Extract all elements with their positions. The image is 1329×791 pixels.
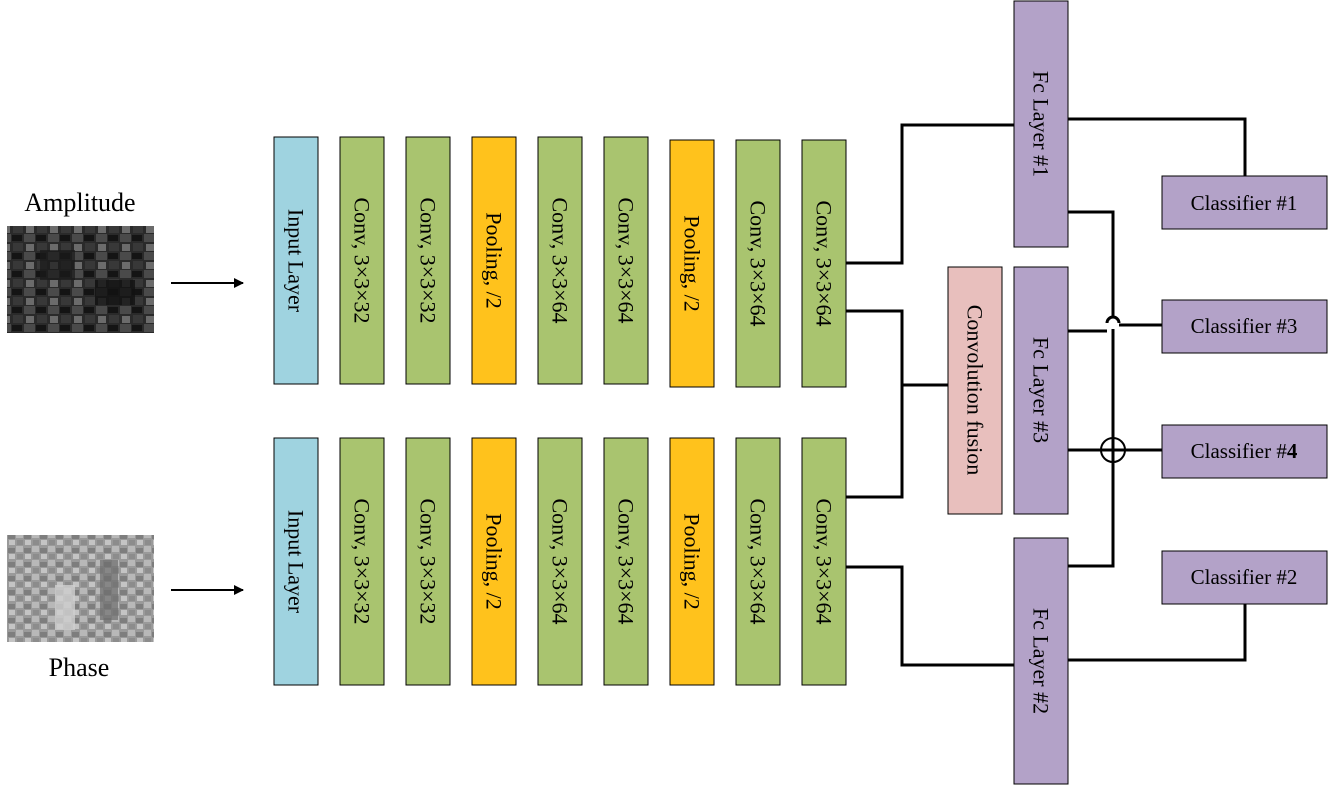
convolution-fusion-label: Convolution fusion [963,305,988,476]
sum-node-icon [1100,437,1126,463]
fc-layer-1-label: Fc Layer #1 [1029,71,1054,177]
fc1-to-sum-line [1068,210,1115,317]
phase-pooling-layer-4: Pooling, /2 [471,437,517,686]
classifier-4-prefix: Classifier # [1191,439,1288,463]
fc-layer-3: Fc Layer #3 [1013,266,1069,515]
amplitude-layer-label-3: Conv, 3×3×32 [416,197,441,323]
amplitude-label: Amplitude [24,188,135,217]
amplitude-image [7,226,154,333]
phase-to-fc2-line [846,565,1014,667]
amplitude-layer-label-6: Conv, 3×3×64 [614,197,639,323]
classifier-1-label: Classifier #1 [1191,191,1298,215]
phase-to-fusion-line [846,385,904,499]
classifier-3-label: Classifier #3 [1191,314,1298,338]
amplitude-conv-layer-8: Conv, 3×3×64 [735,139,781,388]
amp-to-fc1-line [846,123,1014,265]
amplitude-conv-layer-3: Conv, 3×3×32 [405,136,451,385]
amplitude-layer-label-8: Conv, 3×3×64 [746,200,771,326]
classifier-4-label: Classifier #4 [1191,439,1298,463]
phase-layer-label-4: Pooling, /2 [482,513,507,610]
phase-conv-layer-3: Conv, 3×3×32 [405,437,451,686]
fc-layer-1: Fc Layer #1 [1013,0,1069,248]
phase-branch: Input Layer Conv, 3×3×32 Conv, 3×3×32 Pooli… [273,437,847,686]
amplitude-conv-layer-6: Conv, 3×3×64 [603,136,649,385]
classifier-2: Classifier #2 [1161,550,1328,605]
phase-layer-label-9: Conv, 3×3×64 [812,498,837,624]
amplitude-layer-label-2: Conv, 3×3×32 [350,197,375,323]
phase-label: Phase [49,653,110,682]
amplitude-layer-label-4: Pooling, /2 [482,212,507,309]
phase-layer-label-3: Conv, 3×3×32 [416,498,441,624]
phase-layer-label-6: Conv, 3×3×64 [614,498,639,624]
amplitude-input-layer-1: Input Layer [273,136,319,385]
amplitude-layer-label-1: Input Layer [284,209,309,313]
amplitude-branch: Input Layer Conv, 3×3×32 Conv, 3×3×32 Pooli… [273,136,847,388]
classifier-4-number: 4 [1287,439,1298,463]
amp-to-fusion-line [846,309,948,387]
phase-layer-label-2: Conv, 3×3×32 [350,498,375,624]
fc-layer-2: Fc Layer #2 [1013,537,1069,785]
phase-conv-layer-2: Conv, 3×3×32 [339,437,385,686]
connections [846,117,1247,667]
sum-vertical-line [1068,329,1115,568]
phase-conv-layer-5: Conv, 3×3×64 [537,437,583,686]
classifier-3: Classifier #3 [1161,299,1328,354]
phase-pooling-layer-7: Pooling, /2 [669,437,715,686]
amplitude-pooling-layer-7: Pooling, /2 [669,139,715,388]
phase-layer-label-8: Conv, 3×3×64 [746,498,771,624]
amplitude-conv-layer-9: Conv, 3×3×64 [801,139,847,388]
amplitude-layer-label-9: Conv, 3×3×64 [812,200,837,326]
amplitude-pooling-layer-4: Pooling, /2 [471,136,517,385]
classifier-4: Classifier #4 [1161,424,1328,479]
phase-layer-label-7: Pooling, /2 [680,513,705,610]
phase-conv-layer-8: Conv, 3×3×64 [735,437,781,686]
phase-layer-label-1: Input Layer [284,510,309,614]
phase-input-layer-1: Input Layer [273,437,319,686]
crossover-hop [1105,315,1121,324]
fc-layer-3-label: Fc Layer #3 [1029,337,1054,443]
classifier-2-label: Classifier #2 [1191,565,1298,589]
convolution-fusion-block: Convolution fusion [947,266,1003,515]
phase-layer-label-5: Conv, 3×3×64 [548,498,573,624]
classifier-1: Classifier #1 [1161,175,1328,230]
phase-image [7,535,154,642]
amplitude-conv-layer-2: Conv, 3×3×32 [339,136,385,385]
amplitude-layer-label-7: Pooling, /2 [680,215,705,312]
phase-conv-layer-6: Conv, 3×3×64 [603,437,649,686]
fc-layer-2-label: Fc Layer #2 [1029,608,1054,714]
fc1-to-classifier1-line [1068,117,1247,176]
amplitude-layer-label-5: Conv, 3×3×64 [548,197,573,323]
amplitude-conv-layer-5: Conv, 3×3×64 [537,136,583,385]
fc2-to-classifier2-line [1068,604,1247,662]
phase-conv-layer-9: Conv, 3×3×64 [801,437,847,686]
